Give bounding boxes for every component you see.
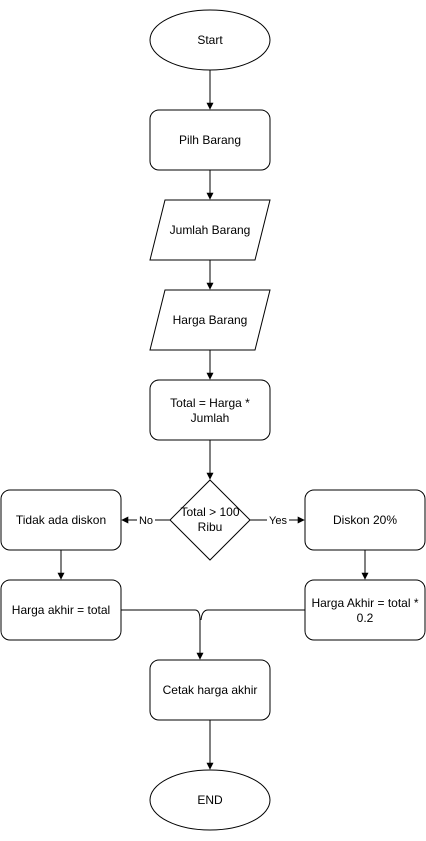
node-total-label-line1: Total = Harga * [170, 396, 250, 410]
process-shape [149, 109, 271, 171]
node-tidak-label: Tidak ada diskon [16, 513, 106, 527]
terminator-shape [149, 769, 271, 831]
process-shape [304, 489, 426, 551]
process-shape [304, 579, 426, 641]
node-decision-label-line1: Total > 100 [180, 505, 239, 519]
process-shape [149, 659, 271, 721]
node-harga-label: Harga Barang [173, 313, 248, 327]
edge-label-no: No [139, 515, 153, 527]
edge-hargaakhir-no-cetak [121, 609, 204, 660]
node-pilih-label: Pilh Barang [179, 133, 241, 147]
process-shape [0, 579, 122, 641]
node-total[interactable]: Total = Harga * Jumlah [149, 379, 271, 441]
node-pilih-barang[interactable]: Pilh Barang [149, 109, 271, 171]
node-diskon[interactable]: Diskon 20% [304, 489, 426, 551]
node-tidak-ada-diskon[interactable]: Tidak ada diskon [0, 489, 122, 551]
decision-shape [169, 479, 251, 561]
node-end-label: END [197, 793, 223, 807]
node-harga-barang[interactable]: Harga Barang [149, 289, 271, 351]
node-harga-akhir-yes[interactable]: Harga Akhir = total * 0.2 [304, 579, 426, 641]
process-shape [0, 489, 122, 551]
yes-label-bg [267, 512, 289, 528]
node-cetak-label: Cetak harga akhir [163, 683, 258, 697]
node-cetak[interactable]: Cetak harga akhir [149, 659, 271, 721]
node-start-label: Start [197, 33, 223, 47]
node-diskon-label: Diskon 20% [333, 513, 397, 527]
node-harga-akhir-no-label: Harga akhir = total [12, 603, 110, 617]
node-harga-akhir-no[interactable]: Harga akhir = total [0, 579, 122, 641]
node-decision[interactable]: Total > 100 Ribu [169, 479, 251, 561]
node-harga-akhir-yes-label-line2: 0.2 [357, 611, 374, 625]
node-decision-label-line2: Ribu [198, 520, 223, 534]
node-total-label-line2: Jumlah [191, 411, 230, 425]
node-start[interactable]: Start [149, 9, 271, 71]
edge-label-yes: Yes [269, 515, 287, 527]
process-shape [149, 379, 271, 441]
terminator-shape [149, 9, 271, 71]
node-harga-akhir-yes-label-line1: Harga Akhir = total * [311, 596, 418, 610]
edge-hargaakhir-yes-cetak [200, 609, 305, 621]
node-jumlah-label: Jumlah Barang [170, 223, 251, 237]
no-label-bg [137, 512, 155, 528]
input-shape [149, 289, 271, 351]
input-shape [149, 199, 271, 261]
node-jumlah-barang[interactable]: Jumlah Barang [149, 199, 271, 261]
node-end[interactable]: END [149, 769, 271, 831]
